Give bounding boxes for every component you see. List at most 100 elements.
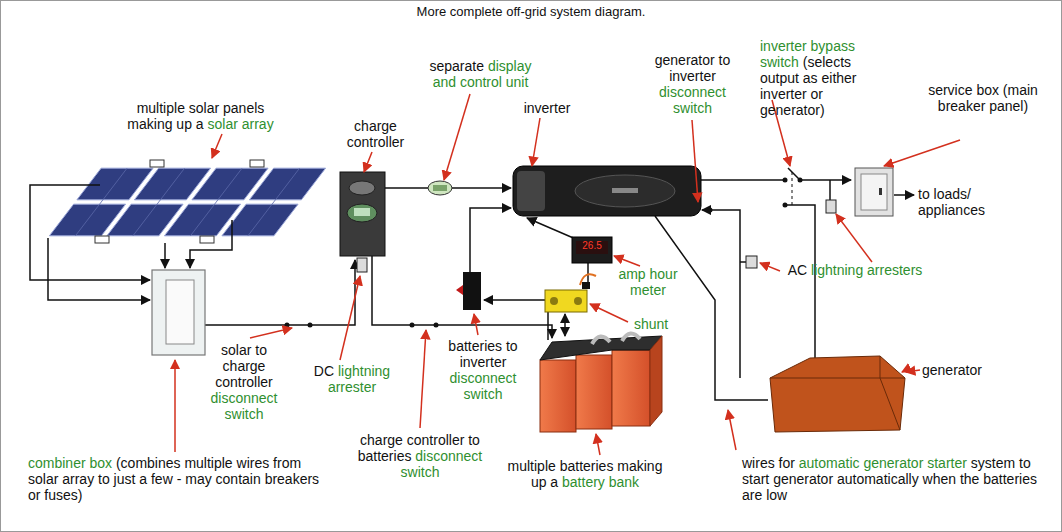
label-word: (combines	[116, 455, 184, 471]
illustration-part	[470, 208, 511, 272]
callout-label: to loads/ appliances	[918, 186, 1028, 218]
label-word: box	[976, 82, 1002, 98]
label-word: low	[766, 487, 787, 503]
label-word: to	[468, 432, 480, 448]
illustration-part	[48, 238, 150, 300]
illustration-part	[702, 210, 740, 378]
illustration-part	[829, 180, 831, 200]
label-word: disconnect	[415, 448, 482, 464]
illustration-part	[474, 314, 478, 335]
illustration-part	[550, 297, 558, 305]
inverter	[513, 166, 701, 216]
illustration-part	[836, 214, 872, 262]
illustration-part	[572, 237, 612, 263]
illustration-part	[855, 168, 893, 216]
label-word: multiple	[508, 458, 560, 474]
callout-label: multiple solar panels making up a solar …	[118, 100, 283, 132]
illustration-part	[861, 174, 887, 210]
illustration-part	[614, 256, 640, 266]
illustration-part	[250, 328, 292, 338]
illustration-part	[760, 263, 780, 271]
label-word: switch	[225, 406, 264, 422]
label-word: array	[242, 116, 274, 132]
illustration-part	[164, 243, 166, 268]
illustration-part	[517, 171, 545, 211]
label-word: meter	[630, 282, 666, 298]
label-word: control	[460, 74, 506, 90]
label-word: lightning	[338, 363, 390, 379]
label-word: loads/	[934, 186, 971, 202]
illustration-part	[166, 280, 194, 344]
illustration-part	[444, 94, 470, 180]
callout-label: amp hour meter	[610, 266, 686, 298]
illustration-part	[540, 336, 662, 360]
callout-label: separate display and control unit	[418, 58, 543, 90]
illustration-part	[420, 330, 426, 428]
illustration-part	[770, 378, 905, 379]
illustration-part	[452, 187, 511, 189]
label-word: batteries	[983, 471, 1037, 487]
label-word: system	[971, 455, 1019, 471]
label-word: disconnect	[211, 390, 278, 406]
combiner-box	[152, 270, 205, 355]
illustration-part	[527, 218, 578, 240]
illustration-part	[152, 270, 205, 355]
label-word: batteries	[560, 458, 618, 474]
illustration-part	[212, 134, 222, 158]
label-word: charge	[223, 358, 266, 374]
label-word: display	[488, 58, 532, 74]
label-word: a	[139, 471, 151, 487]
callout-label: service box (main breaker panel)	[928, 82, 1038, 114]
label-word: a	[196, 116, 208, 132]
illustration-part	[906, 370, 920, 372]
label-word: generator)	[760, 102, 825, 118]
leader-arrows	[175, 94, 960, 455]
shunt	[545, 274, 596, 312]
label-word: making	[617, 458, 662, 474]
label-word: charge	[360, 432, 407, 448]
illustration-part	[285, 323, 290, 328]
label-word: bank	[609, 474, 639, 490]
label-word: disconnect	[450, 370, 517, 386]
label-word: to	[719, 52, 731, 68]
label-word: switch	[673, 100, 712, 116]
label-word: (main	[1003, 82, 1038, 98]
label-word: box	[89, 455, 115, 471]
label-word: or	[811, 86, 823, 102]
illustration-part	[385, 187, 428, 189]
illustration-part	[354, 208, 370, 216]
label-word: array	[62, 471, 98, 487]
label-word: appliances	[918, 202, 985, 218]
label-word: when	[923, 471, 960, 487]
label-word: controller	[215, 374, 273, 390]
label-word: a	[550, 474, 562, 490]
label-word: fuses)	[44, 487, 82, 503]
label-word: start	[742, 471, 773, 487]
label-word: inverter	[760, 86, 811, 102]
label-word: separate	[430, 58, 488, 74]
label-word: are	[742, 487, 766, 503]
illustration-part	[788, 168, 800, 180]
illustration-part	[190, 220, 232, 268]
bypass-switch	[788, 168, 800, 205]
label-word: to	[98, 471, 114, 487]
illustration-part	[582, 282, 590, 289]
illustration-part	[456, 285, 463, 295]
label-word: amp	[618, 266, 649, 282]
illustration-part	[590, 304, 628, 322]
illustration-part	[785, 205, 815, 358]
illustration-part	[596, 434, 600, 455]
charge-controller	[340, 172, 385, 256]
illustration-part	[349, 181, 375, 195]
label-word: DC	[314, 363, 338, 379]
service-box	[855, 168, 893, 216]
illustration-part	[880, 356, 900, 430]
label-word: switch	[401, 464, 440, 480]
illustration-part	[540, 360, 576, 432]
illustration-part	[783, 203, 788, 208]
illustration-part	[463, 272, 481, 310]
label-word: up	[176, 116, 195, 132]
illustration-part	[532, 118, 540, 166]
illustration-part	[574, 297, 582, 305]
